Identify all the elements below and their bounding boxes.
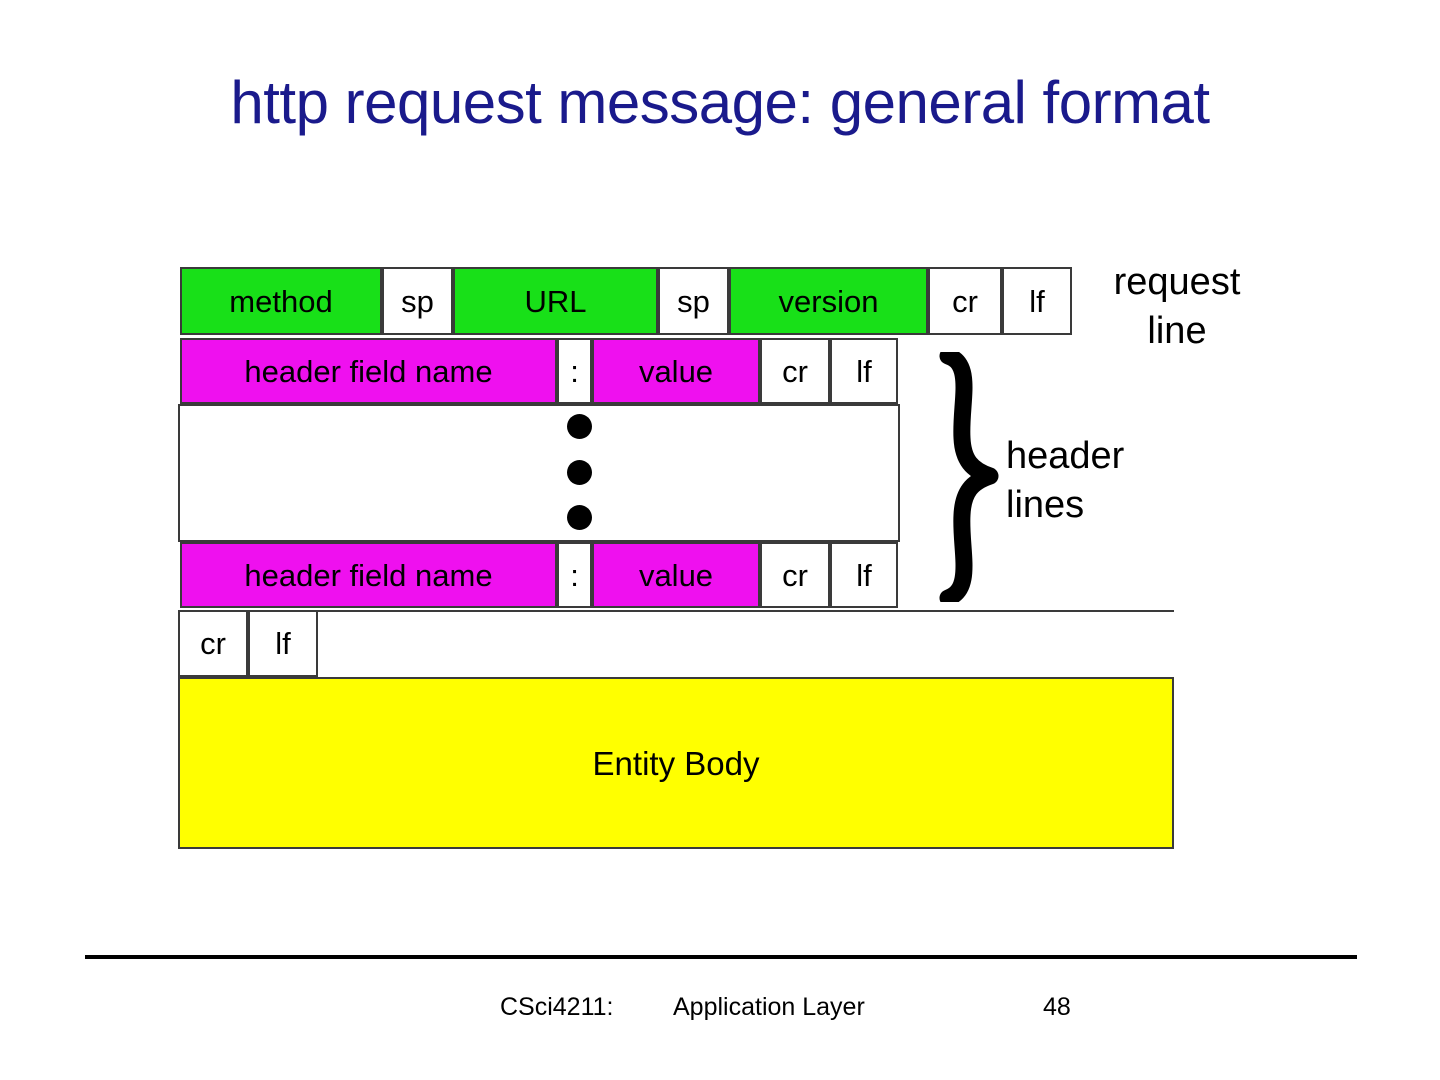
footer-section-label: Application Layer: [673, 993, 865, 1021]
page-title: http request message: general format: [230, 69, 1210, 136]
blank-line-cell-cr: cr: [178, 610, 248, 677]
ellipsis-dot-1: [566, 414, 592, 439]
header-lines-annotation: header lines: [1006, 435, 1125, 526]
footer-divider: [85, 955, 1357, 959]
header-line-1-cell-field-name: header field name: [180, 338, 557, 404]
header-lines-ellipsis-box: [178, 404, 900, 542]
header-line-n-cell-colon: :: [557, 542, 592, 608]
request-line-cell-version: version: [729, 267, 928, 335]
header-line-n-cell-cr: cr: [760, 542, 830, 608]
header-line-1-cell-cr: cr: [760, 338, 830, 404]
request-line-cell-sp-1: sp: [382, 267, 453, 335]
blank-line-cell-lf: lf: [248, 610, 318, 677]
curly-brace-icon: [939, 352, 999, 602]
header-line-1-cell-lf: lf: [830, 338, 898, 404]
header-line-n-cell-value: value: [592, 542, 760, 608]
request-line-cell-url: URL: [453, 267, 658, 335]
footer-course-label: CSci4211:: [500, 993, 614, 1021]
request-line-cell-cr: cr: [928, 267, 1002, 335]
ellipsis-dot-3: [566, 505, 592, 530]
request-line-cell-method: method: [180, 267, 382, 335]
header-line-n-cell-lf: lf: [830, 542, 898, 608]
footer-page-number: 48: [1043, 993, 1071, 1021]
vertical-ellipsis-icon: [562, 414, 596, 530]
request-line-cell-lf: lf: [1002, 267, 1072, 335]
entity-body-box: Entity Body: [178, 677, 1174, 849]
ellipsis-dot-2: [566, 459, 592, 485]
header-line-1-cell-colon: :: [557, 338, 592, 404]
header-line-n-cell-field-name: header field name: [180, 542, 557, 608]
request-line-annotation: request line: [1113, 261, 1241, 352]
header-line-1-cell-value: value: [592, 338, 760, 404]
request-line-cell-sp-2: sp: [658, 267, 729, 335]
http-request-format-diagram: method sp URL sp version cr lf header fi…: [178, 261, 1241, 849]
blank-line-cell-filler: [318, 610, 1174, 677]
